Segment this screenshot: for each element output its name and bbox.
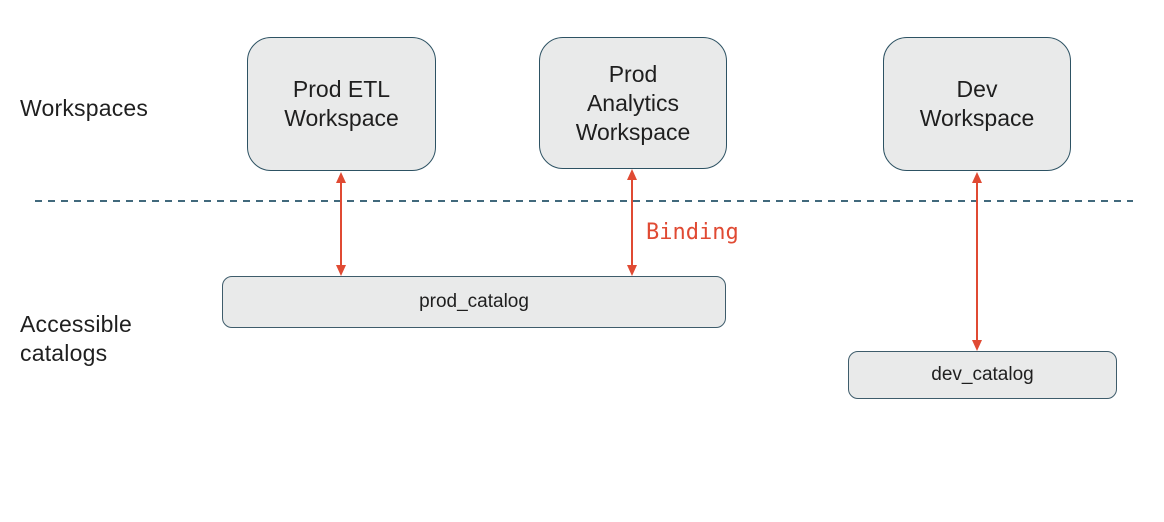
workspace-box-prod-etl-label: Prod ETL Workspace xyxy=(284,76,399,131)
catalog-box-dev-label: dev_catalog xyxy=(931,364,1034,385)
workspace-box-dev-label: Dev Workspace xyxy=(919,76,1035,131)
catalog-box-prod: prod_catalog xyxy=(222,276,726,328)
binding-annotation-label: Binding xyxy=(646,220,739,245)
binding-arrow-prod-etl xyxy=(336,172,346,276)
workspaces-row-label: Workspaces xyxy=(20,95,149,121)
catalog-box-dev: dev_catalog xyxy=(848,351,1117,399)
environment-divider-dashed-line xyxy=(35,200,1133,202)
workspace-box-prod-analytics: Prod Analytics Workspace xyxy=(539,37,727,169)
workspace-box-dev: Dev Workspace xyxy=(883,37,1071,171)
workspace-box-prod-analytics-label: Prod Analytics Workspace xyxy=(575,60,691,145)
binding-arrow-dev xyxy=(972,172,982,351)
catalog-box-prod-label: prod_catalog xyxy=(419,291,529,312)
workspace-box-prod-etl: Prod ETL Workspace xyxy=(247,37,436,171)
accessible-catalogs-row-label: Accessible catalogs xyxy=(20,311,132,366)
binding-arrow-prod-analytics xyxy=(627,169,637,276)
